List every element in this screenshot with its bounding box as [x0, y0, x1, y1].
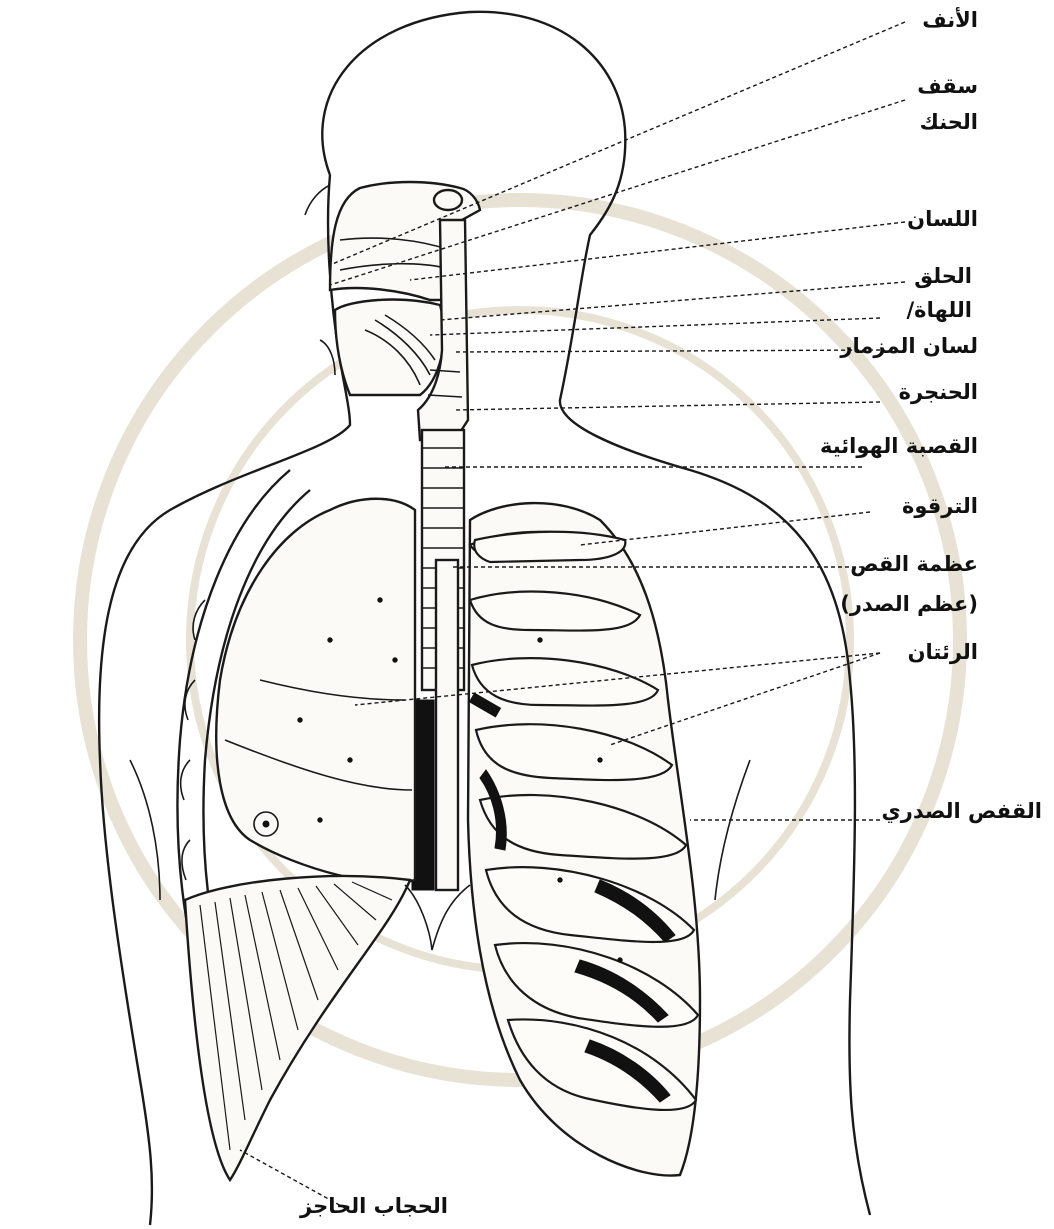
label-nose: الأنف — [922, 6, 978, 34]
label-sternum-line1: عظمة القص — [850, 550, 978, 578]
label-rib-cage: القفص الصدري — [881, 797, 1042, 825]
label-epiglottis-line1: اللهاة/ — [907, 296, 972, 324]
label-epiglottis-line2: لسان المزمار — [840, 332, 978, 360]
label-clavicle: الترقوة — [902, 492, 978, 520]
label-palate-line2: الحنك — [920, 108, 978, 136]
label-sternum-line2: (عظم الصدر) — [840, 590, 978, 618]
label-trachea: القصبة الهوائية — [820, 432, 978, 460]
label-tongue: اللسان — [907, 205, 978, 233]
label-larynx: الحنجرة — [899, 378, 978, 406]
label-diaphragm: الحجاب الحاجز — [300, 1192, 448, 1220]
label-lungs: الرئتان — [908, 638, 978, 666]
sternum-drawing — [412, 560, 458, 890]
clavicle-drawing — [474, 532, 625, 562]
label-pharynx: الحلق — [914, 262, 972, 290]
label-palate-line1: سقف — [917, 72, 978, 100]
left-lung-drawing — [216, 499, 415, 883]
